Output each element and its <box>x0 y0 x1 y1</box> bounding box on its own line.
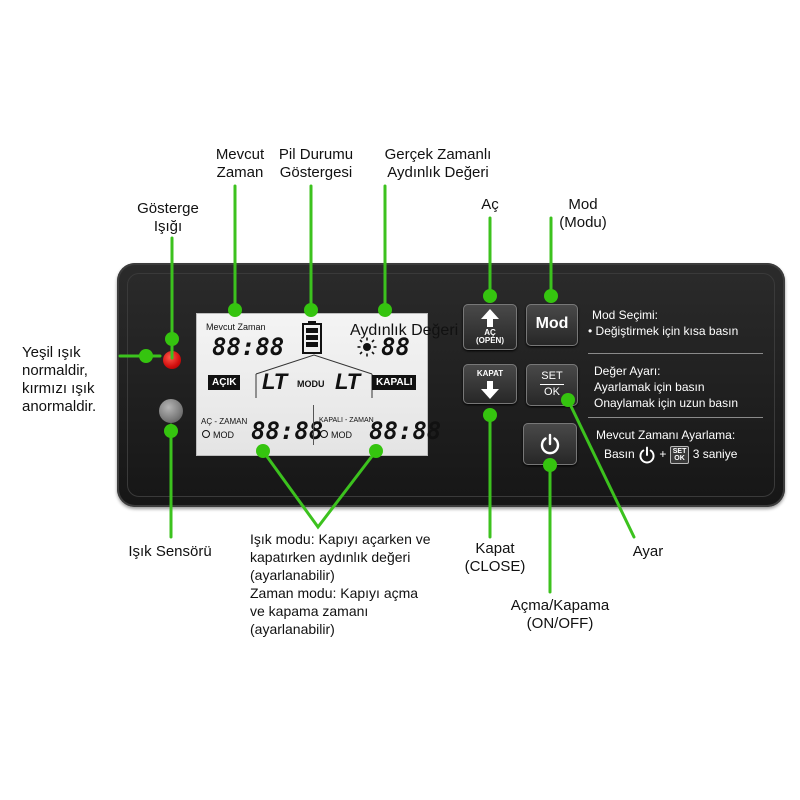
callout-power: Açma/Kapama (ON/OFF) <box>510 597 610 633</box>
arrow-up-icon <box>481 309 499 327</box>
indicator-led <box>163 351 181 369</box>
lcd-current-time-value: 88:88 <box>212 333 285 361</box>
callout-light-value-line2: Aydınlık Değeri <box>387 164 489 181</box>
set-ok-button[interactable]: SET OK <box>526 364 578 406</box>
callout-current-time-line2: Zaman <box>216 164 264 181</box>
callout-open-line1: Aç <box>481 196 499 213</box>
lcd-open-mod-text: MOD <box>213 430 234 440</box>
lcd-light-value: 88 <box>381 333 410 361</box>
callout-light-sensor: Işık Sensörü <box>118 543 222 561</box>
set-button-divider <box>540 384 564 385</box>
clock-plus-text: + <box>659 447 667 462</box>
set-button-bottom-label: OK <box>544 386 560 398</box>
clock-seconds-text: 3 saniye <box>692 447 738 462</box>
lcd-open-time-value: 88:88 <box>251 417 324 445</box>
power-icon <box>639 446 655 464</box>
lcd-close-time-label: KAPALI - ZAMAN <box>319 417 374 424</box>
lcd-open-mod-label: MOD <box>202 430 234 440</box>
callout-battery: Pil Durumu Göstergesi <box>273 146 359 182</box>
callout-close: Kapat (CLOSE) <box>460 540 530 576</box>
callout-power-line1: Açma/Kapama <box>510 597 610 614</box>
callout-mode-note-line4: Zaman modu: Kapıyı açma <box>250 585 419 601</box>
lcd-light-label: Aydınlık Değeri <box>350 322 459 339</box>
callout-power-line2: (ON/OFF) <box>526 615 594 632</box>
callout-battery-line1: Pil Durumu <box>278 146 354 163</box>
clock-title: Mevcut Zamanı Ayarlama: <box>596 428 736 442</box>
callout-light-value-line1: Gerçek Zamanlı <box>384 146 492 163</box>
set-value-line1: Ayarlamak için basın <box>594 380 705 394</box>
callout-led-note-line4: anormaldir. <box>22 398 97 415</box>
open-button-label: AÇ <box>484 328 496 337</box>
callout-mode-note-line5: ve kapama zamanı <box>250 603 369 619</box>
lcd-current-time-label: Mevcut Zaman <box>206 322 266 332</box>
sun-icon <box>357 337 377 357</box>
callout-mode-note-line2: kapatırken aydınlık değeri <box>250 549 411 565</box>
callout-mode-note-line6: (ayarlanabilir) <box>250 621 335 637</box>
lcd-close-tag: KAPALI <box>372 375 417 390</box>
lcd-mode-label: MODU <box>297 379 325 389</box>
lcd-lt-right: LT <box>335 369 361 394</box>
lcd-open-tag: AÇIK <box>208 375 241 390</box>
mod-button-label: Mod <box>535 315 569 332</box>
mode-select-line: • Değiştirmek için kısa basın <box>588 324 739 338</box>
callout-indicator: Gösterge Işığı <box>130 200 206 236</box>
callout-led-note-line3: kırmızı ışık <box>22 380 95 397</box>
lcd-open-time-label: AÇ - ZAMAN <box>201 417 248 426</box>
callout-light-sensor-line1: Işık Sensörü <box>128 543 212 560</box>
mini-set-top: SET <box>672 448 687 455</box>
callout-light-value: Gerçek Zamanlı Aydınlık Değeri <box>378 146 498 182</box>
radio-circle-icon <box>320 430 328 438</box>
lcd-divider <box>313 405 314 445</box>
lcd-lt-left: LT <box>262 369 288 394</box>
lcd-close-mod-text: MOD <box>331 430 352 440</box>
set-value-line2: Onaylamak için uzun basın <box>594 396 739 410</box>
set-button-top-label: SET <box>541 370 563 382</box>
lcd-close-mod-label: MOD <box>320 430 352 440</box>
battery-icon <box>302 321 322 354</box>
mod-button[interactable]: Mod <box>526 304 578 346</box>
clock-press-text: Basın <box>604 447 635 462</box>
close-button[interactable]: KAPAT <box>463 364 517 404</box>
callout-current-time: Mevcut Zaman <box>205 146 275 182</box>
arrow-down-icon <box>481 381 499 399</box>
callout-battery-line2: Göstergesi <box>279 164 353 181</box>
open-button[interactable]: AÇ (OPEN) <box>463 304 517 350</box>
callout-mode-line1: Mod <box>568 196 598 213</box>
lcd-close-time-value: 88:88 <box>369 417 442 445</box>
callout-set-line1: Ayar <box>632 543 664 560</box>
callout-led-note-line2: normaldir, <box>22 362 88 379</box>
mode-select-title: Mod Seçimi: <box>592 308 659 322</box>
open-button-sublabel: (OPEN) <box>476 336 504 345</box>
callout-close-line2: (CLOSE) <box>464 558 526 575</box>
callout-mode-line2: (Modu) <box>559 214 607 231</box>
panel-separator-1 <box>588 353 763 354</box>
callout-current-time-line1: Mevcut <box>215 146 265 163</box>
power-icon <box>540 433 560 455</box>
set-value-title: Değer Ayarı: <box>594 364 661 378</box>
power-button[interactable] <box>523 423 577 465</box>
callout-mode: Mod (Modu) <box>550 196 616 232</box>
mini-set-bottom: OK <box>674 455 685 462</box>
close-button-label: KAPAT <box>476 369 504 378</box>
callout-led-note-line1: Yeşil ışık <box>22 344 81 361</box>
callout-mode-note-line3: (ayarlanabilir) <box>250 567 335 583</box>
radio-circle-icon <box>202 430 210 438</box>
callout-indicator-line2: Işığı <box>153 218 183 235</box>
callout-indicator-line1: Gösterge <box>137 200 199 217</box>
callout-open: Aç <box>470 196 510 214</box>
callout-close-line1: Kapat <box>475 540 515 557</box>
light-sensor <box>159 399 183 423</box>
callout-led-note: Yeşil ışık normaldir, kırmızı ışık anorm… <box>22 344 132 416</box>
callout-mode-note: Işık modu: Kapıyı açarken ve kapatırken … <box>250 530 450 638</box>
callout-mode-note-line1: Işık modu: Kapıyı açarken ve <box>250 531 431 547</box>
panel-separator-2 <box>588 417 763 418</box>
callout-set: Ayar <box>628 543 668 561</box>
device-bevel <box>127 273 775 497</box>
